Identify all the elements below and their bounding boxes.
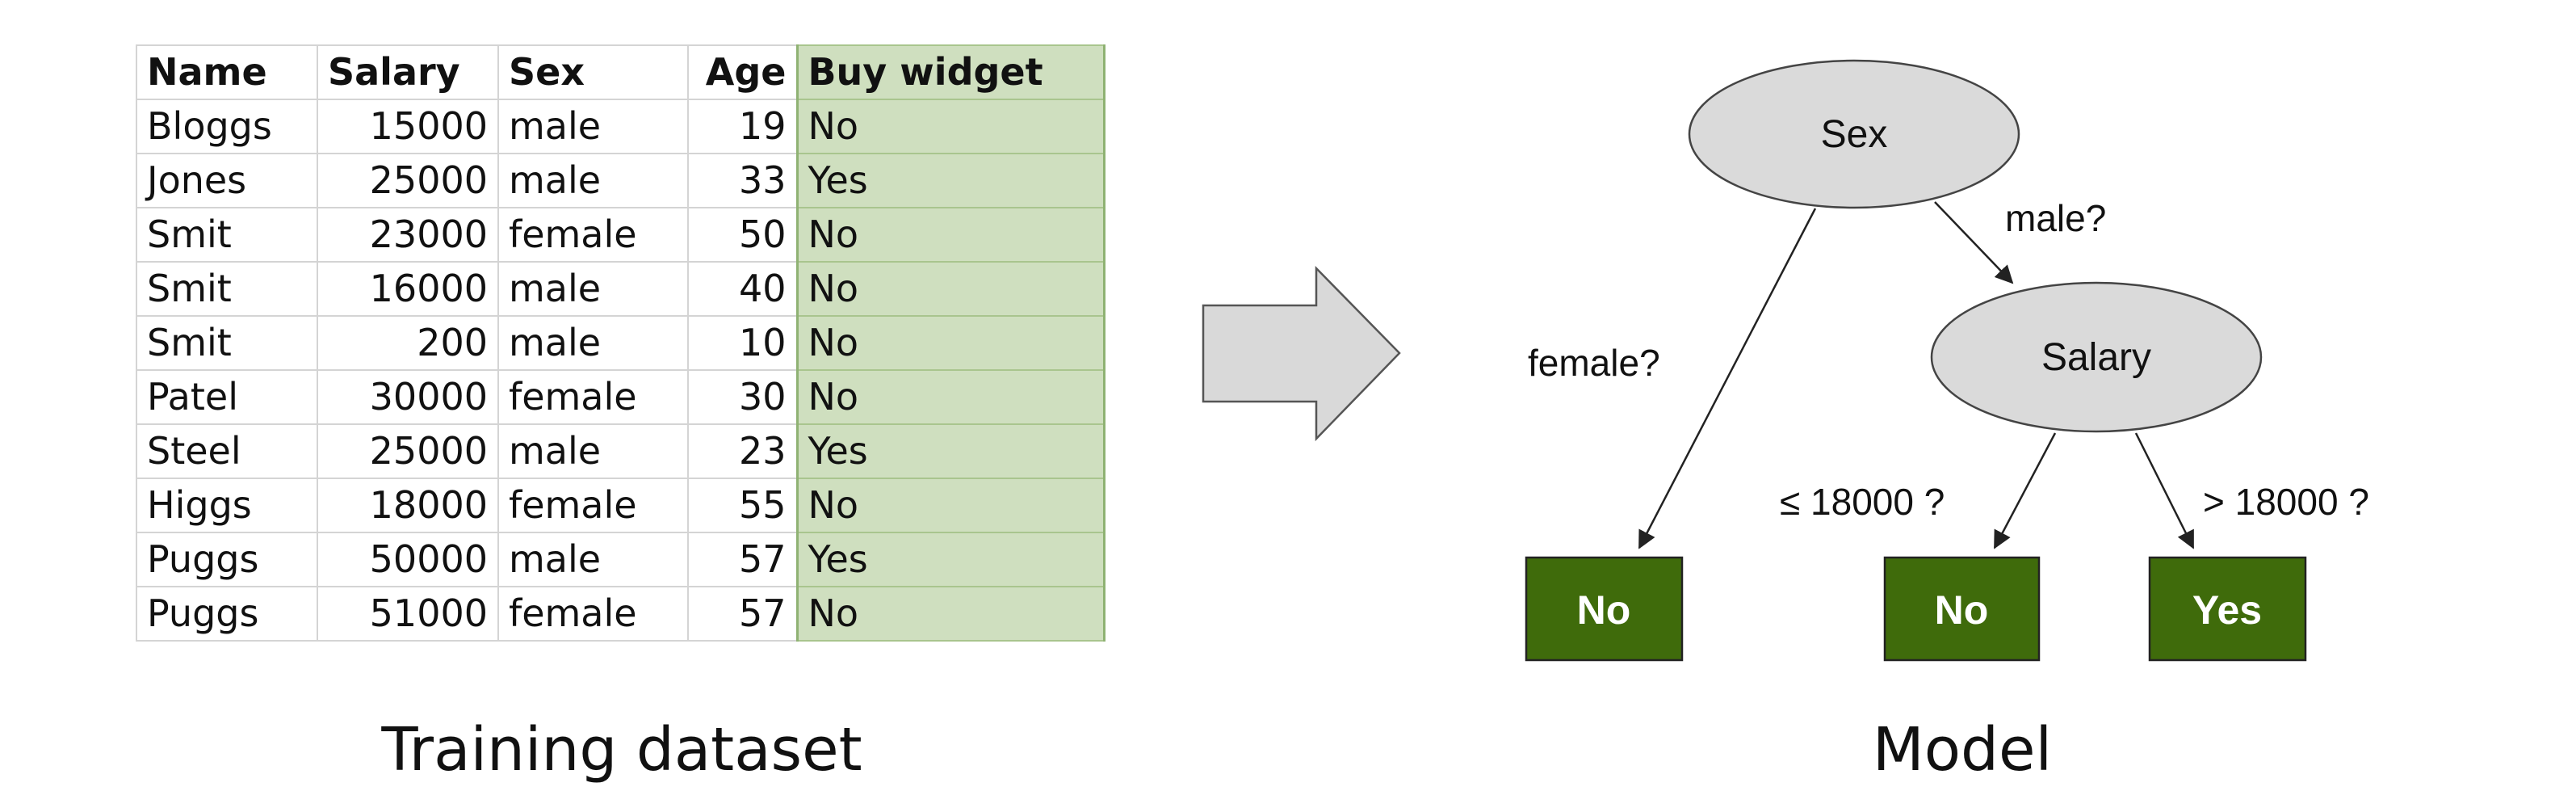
caption-model: Model <box>1872 715 2053 785</box>
cell-age: 19 <box>687 99 798 154</box>
edge-male <box>1934 201 2014 284</box>
cell-buy-widget: Yes <box>795 532 1105 587</box>
node-salary-label: Salary <box>2041 336 2151 379</box>
cell-sex: female <box>497 369 689 425</box>
cell-name: Smit <box>136 261 318 317</box>
header-salary: Salary <box>317 44 499 100</box>
right-arrow-icon <box>1202 265 1401 442</box>
leaf-low-no-label: No <box>1935 587 1989 633</box>
cell-age: 30 <box>687 369 798 425</box>
node-sex <box>1688 59 2020 209</box>
cell-age: 23 <box>687 423 798 479</box>
leaf-high-yes-label: Yes <box>2192 587 2262 633</box>
cell-name: Bloggs <box>136 99 318 154</box>
cell-name: Patel <box>136 369 318 425</box>
cell-name: Smit <box>136 207 318 263</box>
cell-salary: 50000 <box>317 532 499 587</box>
node-salary <box>1930 281 2263 433</box>
header-name: Name <box>136 44 318 100</box>
cell-buy-widget: No <box>795 315 1105 371</box>
cell-buy-widget: No <box>795 586 1105 642</box>
table-header-row: Name Salary Sex Age Buy widget <box>136 44 1105 100</box>
cell-name: Puggs <box>136 586 318 642</box>
header-buy-widget: Buy widget <box>795 44 1105 100</box>
edge-label-female: female? <box>1528 342 1660 384</box>
cell-buy-widget: No <box>795 369 1105 425</box>
cell-sex: male <box>497 315 689 371</box>
cell-buy-widget: No <box>795 478 1105 533</box>
cell-name: Steel <box>136 423 318 479</box>
leaf-female-no-label: No <box>1577 587 1631 633</box>
cell-sex: male <box>497 99 689 154</box>
edge-label-low: ≤ 18000 ? <box>1780 481 1945 523</box>
cell-buy-widget: No <box>795 207 1105 263</box>
cell-salary: 25000 <box>317 423 499 479</box>
cell-name: Smit <box>136 315 318 371</box>
edge-low <box>1993 432 2057 549</box>
leaf-high-yes <box>2148 556 2307 662</box>
table-row: Jones 25000 male 33 Yes <box>136 153 1105 208</box>
training-table: Name Salary Sex Age Buy widget Bloggs 15… <box>136 44 1105 642</box>
cell-sex: male <box>497 153 689 208</box>
cell-name: Higgs <box>136 478 318 533</box>
cell-sex: male <box>497 261 689 317</box>
cell-salary: 51000 <box>317 586 499 642</box>
cell-buy-widget: Yes <box>795 153 1105 208</box>
table-row: Steel 25000 male 23 Yes <box>136 423 1105 479</box>
cell-salary: 30000 <box>317 369 499 425</box>
cell-age: 33 <box>687 153 798 208</box>
cell-age: 10 <box>687 315 798 371</box>
table-row: Puggs 50000 male 57 Yes <box>136 532 1105 587</box>
cell-sex: female <box>497 478 689 533</box>
cell-sex: male <box>497 532 689 587</box>
header-age: Age <box>687 44 798 100</box>
cell-age: 55 <box>687 478 798 533</box>
cell-name: Jones <box>136 153 318 208</box>
table-row: Smit 23000 female 50 No <box>136 207 1105 263</box>
table-row: Smit 16000 male 40 No <box>136 261 1105 317</box>
cell-salary: 25000 <box>317 153 499 208</box>
cell-salary: 16000 <box>317 261 499 317</box>
cell-age: 57 <box>687 532 798 587</box>
node-sex-label: Sex <box>1821 113 1888 156</box>
leaf-female-no <box>1525 556 1684 662</box>
cell-buy-widget: Yes <box>795 423 1105 479</box>
cell-sex: female <box>497 207 689 263</box>
cell-salary: 15000 <box>317 99 499 154</box>
cell-salary: 23000 <box>317 207 499 263</box>
training-table-container: Name Salary Sex Age Buy widget Bloggs 15… <box>136 44 1105 642</box>
cell-salary: 200 <box>317 315 499 371</box>
cell-name: Puggs <box>136 532 318 587</box>
table-row: Higgs 18000 female 55 No <box>136 478 1105 533</box>
table-row: Patel 30000 female 30 No <box>136 369 1105 425</box>
cell-salary: 18000 <box>317 478 499 533</box>
edge-female <box>1638 208 1817 549</box>
table-row: Bloggs 15000 male 19 No <box>136 99 1105 154</box>
edge-label-high: > 18000 ? <box>2203 481 2369 523</box>
cell-sex: male <box>497 423 689 479</box>
leaf-low-no <box>1883 556 2041 662</box>
header-sex: Sex <box>497 44 689 100</box>
cell-age: 50 <box>687 207 798 263</box>
caption-training-dataset: Training dataset <box>381 715 862 785</box>
edge-label-male: male? <box>2005 197 2106 239</box>
cell-age: 57 <box>687 586 798 642</box>
table-row: Smit 200 male 10 No <box>136 315 1105 371</box>
cell-buy-widget: No <box>795 99 1105 154</box>
cell-age: 40 <box>687 261 798 317</box>
table-row: Puggs 51000 female 57 No <box>136 586 1105 642</box>
cell-buy-widget: No <box>795 261 1105 317</box>
cell-sex: female <box>497 586 689 642</box>
edge-high <box>2134 432 2195 549</box>
